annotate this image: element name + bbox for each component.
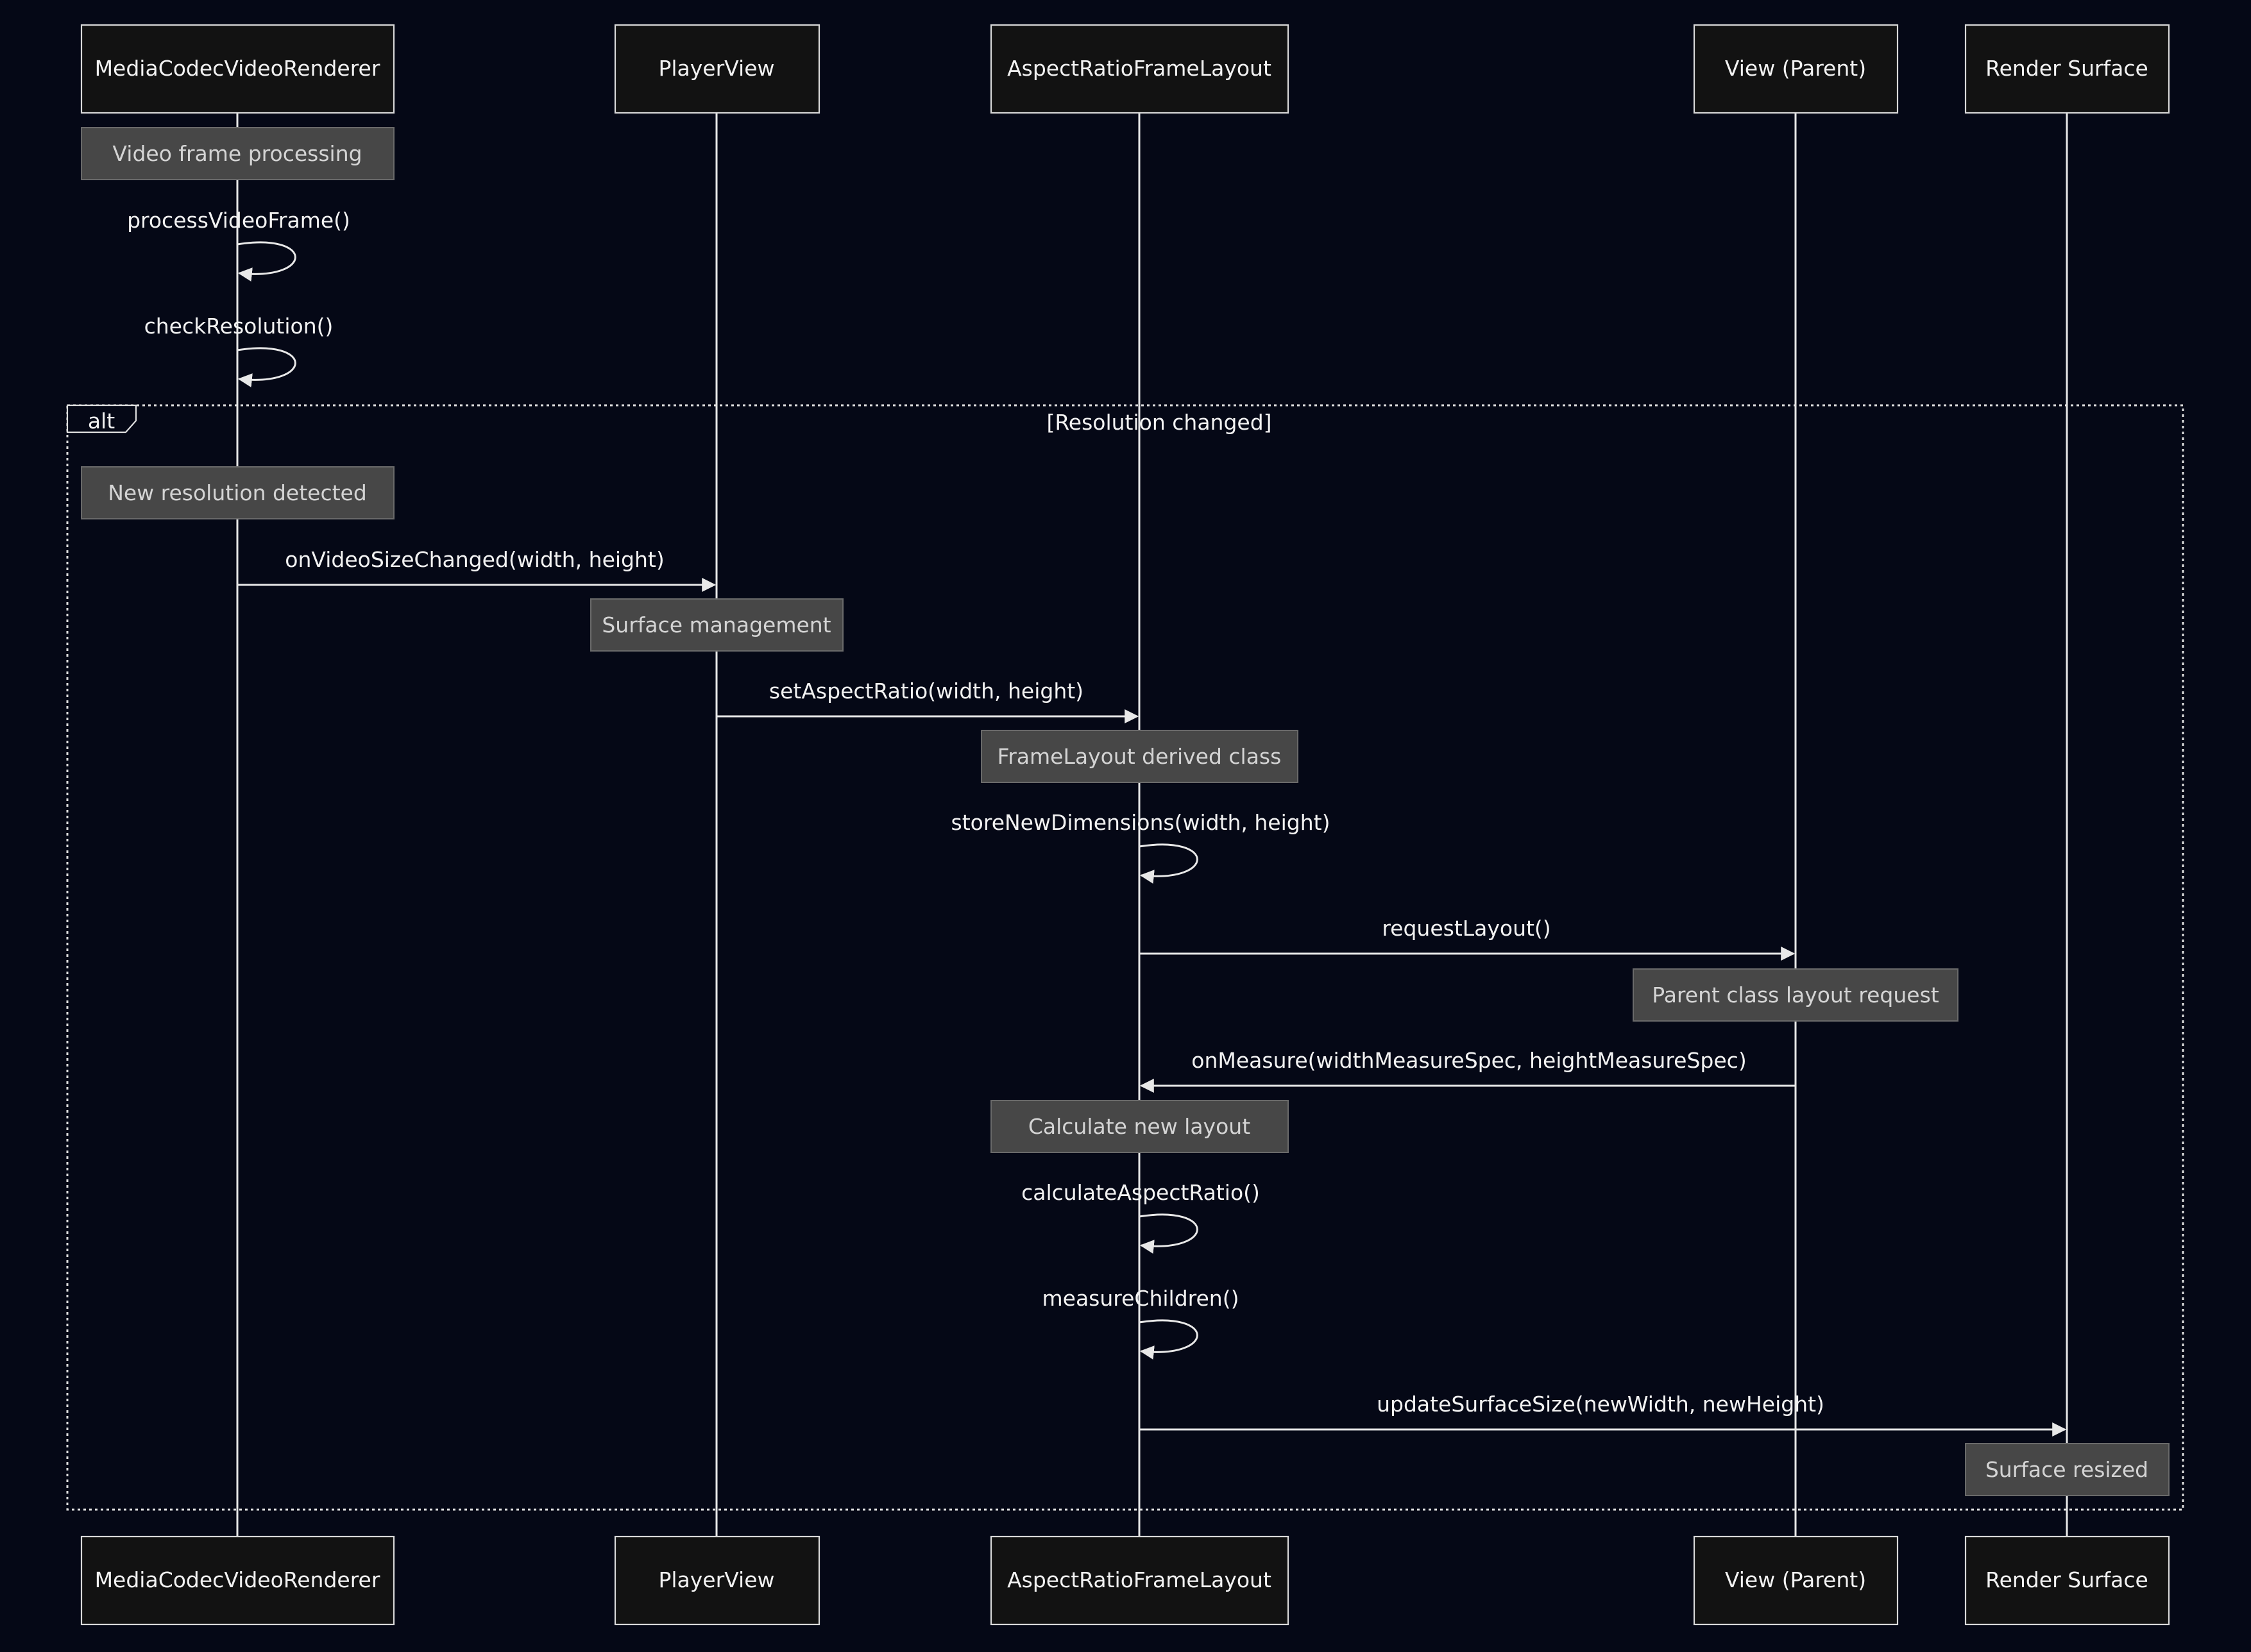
actor-top-parent: View (Parent) bbox=[1693, 24, 1899, 114]
alt-frame-tab bbox=[66, 404, 137, 434]
message-process-video-frame: processVideoFrame() bbox=[127, 208, 350, 282]
actor-top-aspect: AspectRatioFrameLayout bbox=[990, 24, 1289, 114]
alt-frame-border bbox=[66, 404, 2184, 1511]
note-text: Parent class layout request bbox=[1652, 982, 1939, 1007]
message-label: requestLayout() bbox=[1382, 916, 1550, 941]
actor-label: Render Surface bbox=[1985, 1567, 2148, 1592]
message-label: calculateAspectRatio() bbox=[1021, 1180, 1260, 1205]
actor-label: AspectRatioFrameLayout bbox=[1007, 56, 1271, 81]
alt-keyword: alt bbox=[88, 409, 115, 434]
note-parent-class-layout-request: Parent class layout request bbox=[1633, 968, 1958, 1022]
message-label: onVideoSizeChanged(width, height) bbox=[285, 547, 664, 572]
actor-bottom-parent: View (Parent) bbox=[1693, 1535, 1899, 1626]
actor-box bbox=[80, 24, 395, 114]
note-box bbox=[990, 1100, 1289, 1153]
actor-top-surface: Render Surface bbox=[1964, 24, 2170, 114]
actor-box bbox=[990, 24, 1289, 114]
message-label: storeNewDimensions(width, height) bbox=[951, 810, 1330, 835]
note-new-resolution-detected: New resolution detected bbox=[81, 466, 395, 519]
note-text: Calculate new layout bbox=[1028, 1114, 1250, 1139]
alt-condition: [Resolution changed] bbox=[1046, 410, 1271, 435]
message-label: onMeasure(widthMeasureSpec, heightMeasur… bbox=[1191, 1048, 1746, 1073]
note-surface-resized: Surface resized bbox=[1965, 1443, 2170, 1496]
message-on-video-size-changed: onVideoSizeChanged(width, height) bbox=[237, 547, 717, 592]
note-box bbox=[81, 466, 395, 519]
actor-label: Render Surface bbox=[1985, 56, 2148, 81]
actor-box bbox=[1693, 24, 1899, 114]
actor-box bbox=[80, 1535, 395, 1626]
actor-box bbox=[1693, 1535, 1899, 1626]
actor-top-player: PlayerView bbox=[614, 24, 820, 114]
message-request-layout: requestLayout() bbox=[1139, 916, 1796, 961]
self-call-arrow bbox=[1139, 1319, 1198, 1360]
actor-box bbox=[990, 1535, 1289, 1626]
message-set-aspect-ratio: setAspectRatio(width, height) bbox=[717, 678, 1139, 723]
message-calculate-aspect-ratio: calculateAspectRatio() bbox=[1021, 1180, 1260, 1254]
message-on-measure: onMeasure(widthMeasureSpec, heightMeasur… bbox=[1139, 1048, 1796, 1093]
note-surface-management: Surface management bbox=[590, 598, 844, 652]
actor-label: AspectRatioFrameLayout bbox=[1007, 1567, 1271, 1592]
actor-bottom-player: PlayerView bbox=[614, 1535, 820, 1626]
self-call-arrow bbox=[237, 347, 296, 387]
actor-label: MediaCodecVideoRenderer bbox=[95, 56, 380, 81]
note-box bbox=[1633, 968, 1958, 1022]
note-box bbox=[590, 598, 844, 652]
actor-box bbox=[1964, 1535, 2170, 1626]
note-box bbox=[1965, 1443, 2170, 1496]
note-text: Video frame processing bbox=[112, 141, 362, 166]
note-box bbox=[81, 127, 395, 180]
message-label: checkResolution() bbox=[144, 314, 334, 339]
note-calculate-new-layout: Calculate new layout bbox=[990, 1100, 1289, 1153]
note-text: New resolution detected bbox=[108, 480, 367, 505]
note-box bbox=[981, 730, 1298, 783]
actor-box bbox=[614, 24, 820, 114]
message-check-resolution: checkResolution() bbox=[144, 314, 334, 387]
actor-top-renderer: MediaCodecVideoRenderer bbox=[80, 24, 395, 114]
actor-bottom-renderer: MediaCodecVideoRenderer bbox=[80, 1535, 395, 1626]
message-store-new-dimensions: storeNewDimensions(width, height) bbox=[951, 810, 1330, 884]
actor-bottom-aspect: AspectRatioFrameLayout bbox=[990, 1535, 1289, 1626]
message-label: setAspectRatio(width, height) bbox=[769, 678, 1083, 704]
message-label: measureChildren() bbox=[1042, 1286, 1239, 1311]
note-text: Surface resized bbox=[1985, 1457, 2148, 1482]
actor-label: PlayerView bbox=[658, 56, 774, 81]
note-video-frame-processing: Video frame processing bbox=[81, 127, 395, 180]
message-measure-children: measureChildren() bbox=[1042, 1286, 1239, 1360]
note-text: FrameLayout derived class bbox=[998, 744, 1282, 769]
actor-box bbox=[1964, 24, 2170, 114]
note-framelayout-derived-class: FrameLayout derived class bbox=[981, 730, 1298, 783]
actor-box bbox=[614, 1535, 820, 1626]
self-call-arrow bbox=[237, 241, 296, 282]
message-label: updateSurfaceSize(newWidth, newHeight) bbox=[1377, 1392, 1824, 1417]
actor-label: View (Parent) bbox=[1725, 1567, 1866, 1592]
actor-label: MediaCodecVideoRenderer bbox=[95, 1567, 380, 1592]
note-text: Surface management bbox=[602, 612, 831, 637]
actor-label: PlayerView bbox=[658, 1567, 774, 1592]
self-call-arrow bbox=[1139, 1213, 1198, 1254]
actor-label: View (Parent) bbox=[1725, 56, 1866, 81]
self-call-arrow bbox=[1139, 843, 1198, 884]
alt-frame: alt [Resolution changed] bbox=[66, 404, 2184, 1511]
actor-bottom-surface: Render Surface bbox=[1964, 1535, 2170, 1626]
message-label: processVideoFrame() bbox=[127, 208, 350, 233]
message-update-surface-size: updateSurfaceSize(newWidth, newHeight) bbox=[1139, 1392, 2067, 1437]
